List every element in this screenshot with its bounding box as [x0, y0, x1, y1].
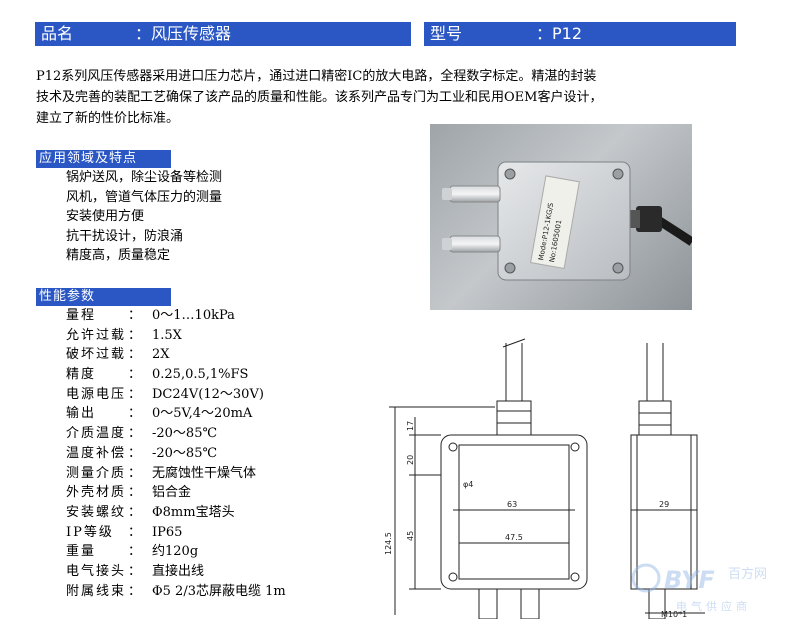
application-item: 锅炉送风，除尘设备等检测	[66, 170, 223, 185]
spec-row: 电气接头： 直接出线	[66, 562, 286, 582]
spec-key: 附属线束	[66, 583, 127, 599]
description-line: P12系列风压传感器采用进口压力芯片，通过进口精密IC的放大电路，全程数字标定。…	[36, 69, 597, 84]
spec-colon: ：	[128, 386, 142, 402]
product-description: P12系列风压传感器采用进口压力芯片，通过进口精密IC的放大电路，全程数字标定。…	[36, 66, 736, 129]
spec-key: 测量介质	[66, 465, 127, 481]
spec-colon: ：	[128, 347, 142, 363]
product-name-label: 品名	[41, 24, 74, 43]
spec-row: 重量 ： 约120g	[66, 542, 286, 562]
spec-key: 外壳材质	[66, 485, 127, 501]
spec-row: 安装螺纹： Φ8mm宝塔头	[66, 503, 286, 523]
watermark-brand: BYF	[664, 566, 715, 594]
spec-row: 输出 ： 0～5V,4～20mA	[66, 404, 286, 424]
spec-row: 测量介质： 无腐蚀性干燥气体	[66, 464, 286, 484]
dim-upper: 20	[406, 455, 415, 465]
spec-colon: ：	[128, 426, 142, 442]
spec-row: 外壳材质： 铝合金	[66, 483, 286, 503]
dim-inner: 47.5	[505, 533, 523, 542]
spec-colon: ：	[128, 308, 142, 323]
dim-top: 17	[406, 421, 415, 431]
spec-value: IP65	[152, 524, 183, 540]
description-line: 建立了新的性价比标准。	[36, 111, 180, 126]
spec-row: 量程 ： 0～1…10kPa	[66, 306, 286, 326]
spec-colon: ：	[128, 367, 142, 383]
watermark-sub: 电气供应商	[676, 599, 751, 613]
spec-value: 无腐蚀性干燥气体	[152, 465, 257, 481]
site-watermark: BYF 百方网 电气供应商	[630, 556, 780, 616]
spec-key: 重量	[66, 544, 97, 560]
spec-key: 破坏过载	[66, 347, 127, 363]
spec-value: 0～1…10kPa	[152, 308, 235, 323]
application-item: 抗干扰设计，防浪涌	[66, 228, 184, 244]
spec-colon: ：	[128, 327, 142, 343]
product-name-value: ：风压传感器	[135, 24, 232, 43]
spec-colon: ：	[128, 406, 142, 422]
spec-colon: ：	[128, 445, 142, 461]
spec-value: 0～5V,4～20mA	[152, 406, 253, 422]
spec-value: 0.25,0.5,1%FS	[152, 367, 249, 383]
spec-value: DC24V(12～30V)	[152, 386, 264, 402]
performance-section-title: 性能参数	[36, 288, 171, 306]
product-model-bar: 型号 ：P12	[424, 22, 736, 46]
spec-row: 允许过载： 1.5X	[66, 326, 286, 346]
application-item: 安装使用方便	[66, 209, 145, 224]
application-item: 精度高，质量稳定	[66, 248, 171, 263]
watermark-cn: 百方网	[728, 566, 767, 582]
spec-value: Φ5 2/3芯屏蔽电缆 1m	[152, 583, 286, 599]
application-list: 锅炉送风，除尘设备等检测 风机，管道气体压力的测量 安装使用方便 抗干扰设计，防…	[66, 168, 222, 266]
spec-value: 2X	[152, 347, 170, 363]
spec-row: 电源电压： DC24V(12～30V)	[66, 385, 286, 405]
spec-row: 温度补偿： -20～85℃	[66, 444, 286, 464]
spec-colon: ：	[128, 524, 142, 540]
spec-row: IP等级 ： IP65	[66, 523, 286, 543]
dimension-drawing-svg: 63 47.5 29 φ4 M10*1 124.5 17 20 45	[384, 338, 705, 620]
spec-value: -20～85℃	[152, 445, 218, 461]
description-line: 技术及完善的装配工艺确保了该产品的质量和性能。该系列产品专门为工业和民用OEM客…	[36, 90, 603, 105]
spec-key: 介质温度	[66, 426, 127, 442]
spec-key: 精度	[66, 367, 97, 383]
application-item: 风机，管道气体压力的测量	[66, 189, 223, 205]
spec-key: 量程	[66, 308, 97, 323]
spec-key: IP等级	[66, 524, 114, 540]
spec-key: 电气接头	[66, 563, 127, 579]
watermark-logo: BYF 百方网 电气供应商	[631, 563, 767, 613]
spec-row: 破坏过载： 2X	[66, 345, 286, 365]
dim-thread: M10*1	[661, 610, 687, 619]
spec-key: 输出	[66, 406, 97, 422]
spec-colon: ：	[128, 583, 142, 599]
spec-colon: ：	[128, 504, 142, 520]
spec-value: -20～85℃	[152, 426, 218, 442]
spec-colon: ：	[128, 465, 142, 481]
spec-key: 安装螺纹	[66, 504, 127, 520]
spec-row: 附属线束： Φ5 2/3芯屏蔽电缆 1m	[66, 582, 286, 602]
spec-key: 允许过载	[66, 327, 127, 343]
spec-row: 介质温度： -20～85℃	[66, 424, 286, 444]
spec-value: 约120g	[152, 544, 199, 560]
product-name-bar: 品名 ：风压传感器	[35, 22, 411, 46]
dim-mid: 45	[406, 531, 415, 541]
spec-value: Φ8mm宝塔头	[152, 504, 235, 520]
spec-row: 精度 ： 0.25,0.5,1%FS	[66, 365, 286, 385]
spec-value: 1.5X	[152, 327, 182, 343]
spec-colon: ：	[128, 544, 142, 560]
dim-side: 29	[659, 500, 669, 509]
spec-key: 电源电压	[66, 386, 127, 402]
sensor-photo-illustration: Mode:P12-1KG/S No:1605001	[442, 161, 695, 281]
spec-value: 直接出线	[152, 563, 205, 579]
dim-hole: φ4	[463, 480, 473, 489]
product-model-label: 型号	[430, 24, 463, 43]
spec-colon: ：	[128, 563, 142, 579]
spec-value: 铝合金	[152, 485, 192, 501]
spec-key: 温度补偿	[66, 445, 127, 461]
product-model-value: ：P12	[536, 24, 583, 43]
spec-colon: ：	[128, 485, 142, 501]
dim-width: 63	[507, 500, 517, 509]
dimension-drawing: 63 47.5 29 φ4 M10*1 124.5 17 20 45	[375, 335, 789, 623]
application-section-title: 应用领域及特点	[36, 150, 171, 168]
product-photo: Mode:P12-1KG/S No:1605001	[430, 124, 695, 310]
dim-total-height: 124.5	[384, 532, 393, 555]
